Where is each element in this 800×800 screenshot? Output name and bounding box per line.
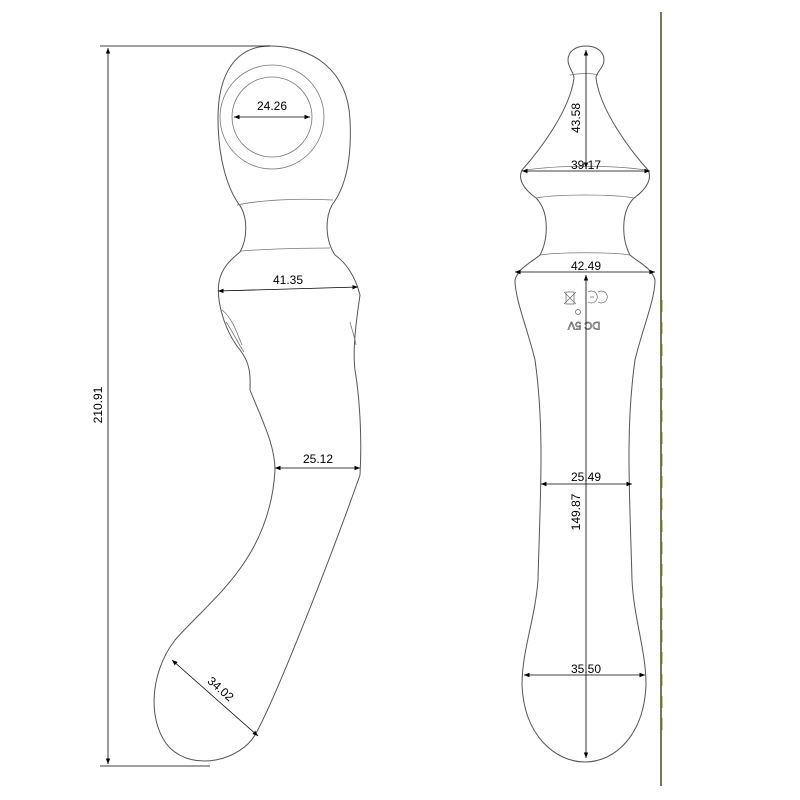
- front-view: DC 5V 43.58 39.17 42.49 25.49 149.87 35.…: [514, 45, 656, 763]
- engraving-ce-icon: [587, 290, 608, 304]
- tip-width-line: [171, 659, 259, 737]
- top-width-label: 39.17: [571, 158, 601, 172]
- neck-width-label: 41.35: [273, 273, 303, 287]
- side-view-outline: [153, 45, 362, 762]
- front-tip-band: [569, 73, 599, 76]
- ring-inner: [231, 76, 313, 158]
- engraving-bin-icon: [563, 291, 577, 305]
- front-view-outline: [514, 45, 656, 763]
- tip-width-label: 34.02: [205, 674, 237, 704]
- side-view: 210.91 24.26 41.35 25.12 34.02: [91, 45, 362, 767]
- shaft-length-label: 149.87: [569, 493, 583, 530]
- shaft-width-label: 25.12: [303, 452, 333, 466]
- ring-outer: [219, 64, 325, 170]
- neck-band-top: [236, 198, 334, 206]
- engraving-dot-icon: [575, 309, 581, 315]
- ring-inner-label: 24.26: [257, 99, 287, 113]
- button-detail: [221, 309, 357, 353]
- neck-band-bottom: [240, 247, 331, 252]
- engraving: DC 5V: [563, 290, 608, 331]
- front-neck-bottom: [539, 252, 631, 256]
- neck-width-line: [217, 284, 359, 294]
- front-collar-bottom: [535, 194, 635, 199]
- top-length-label: 43.58: [569, 103, 583, 133]
- tip-width-front-label: 35.50: [571, 662, 601, 676]
- overall-length-label: 210.91: [91, 386, 105, 423]
- collar-width-label: 42.49: [571, 259, 601, 273]
- engraving-label: DC 5V: [567, 319, 600, 331]
